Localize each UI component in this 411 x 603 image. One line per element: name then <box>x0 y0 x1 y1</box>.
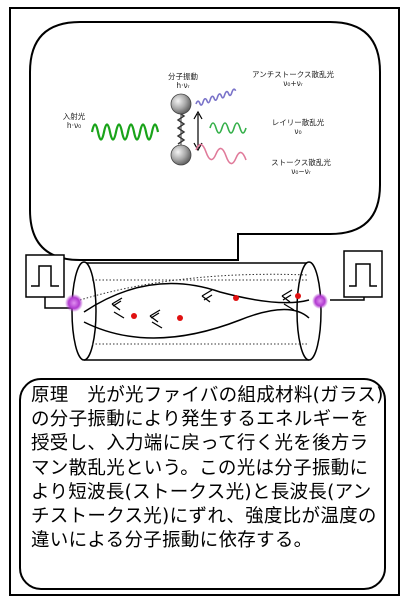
principle-caption: 原理 光が光ファイバの組成材料(ガラス)の分子振動により発生するエネルギーを授受… <box>31 385 384 552</box>
output-pulse-icon <box>330 250 383 301</box>
rayleigh-light-wave <box>209 122 247 134</box>
optical-fiber <box>71 261 322 361</box>
anti-stokes-light-label: アンチストークス散乱光 ν₀+νᵣ <box>252 70 334 88</box>
stokes-light-label: ストークス散乱光 ν₀−νᵣ <box>271 158 331 176</box>
scatter-points <box>131 293 301 321</box>
output-end-glow <box>312 293 328 309</box>
molecule-icon <box>170 93 203 166</box>
callout-bubble <box>29 21 381 261</box>
input-pulse-icon <box>25 254 72 309</box>
molecular-vibration-label: 分子振動 h·νᵣ <box>168 72 198 90</box>
backscatter-arrows <box>111 289 295 329</box>
anti-stokes-light-wave <box>195 88 237 106</box>
rayleigh-light-label: レイリー散乱光 ν₀ <box>271 118 325 136</box>
stokes-light-wave <box>195 143 247 165</box>
incident-light-label: 入射光 h·ν₀ <box>62 112 86 130</box>
incident-light-wave <box>90 123 160 141</box>
input-end-glow <box>65 294 83 312</box>
caption-box: 原理 光が光ファイバの組成材料(ガラス)の分子振動により発生するエネルギーを授受… <box>19 378 386 590</box>
